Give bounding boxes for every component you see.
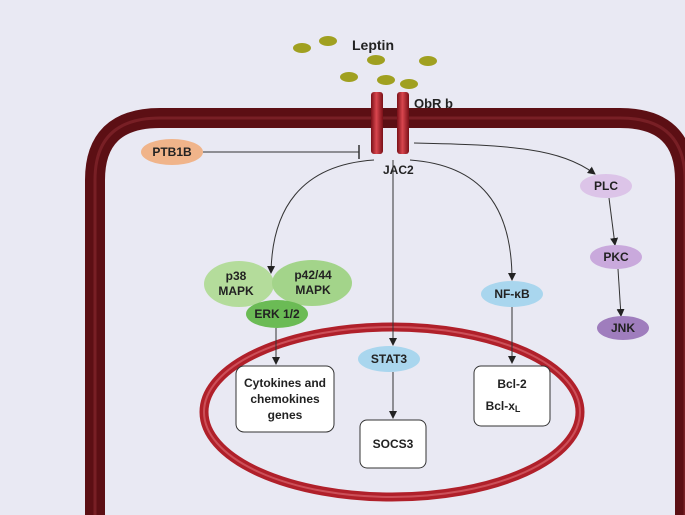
ptb1b-node [141, 139, 203, 165]
bclxl-label: Bcl-xL [486, 399, 521, 414]
bclxl-label-sub: L [515, 404, 521, 414]
leptin-particle [419, 56, 437, 66]
jnk-label: JNK [611, 321, 635, 335]
socs3-box [359, 419, 427, 469]
nfkb-label: NF-κB [494, 287, 530, 301]
pkc-label: PKC [603, 250, 629, 264]
p42-44-label-line2: MAPK [295, 283, 331, 297]
leptin-particle [400, 79, 418, 89]
receptor-label: ObR b [414, 96, 453, 111]
leptin-particle [319, 36, 337, 46]
edge-jak-to-nfkb [409, 159, 516, 281]
leptin-particle [377, 75, 395, 85]
plc-label: PLC [594, 179, 618, 193]
cytokines-label-line2: chemokines [250, 392, 320, 406]
cytokines-genes-box [235, 365, 335, 433]
p38-label-line2: MAPK [218, 284, 254, 298]
obrb-receptor [371, 92, 409, 154]
leptin-particle [367, 55, 385, 65]
socs3-label: SOCS3 [373, 437, 414, 451]
plc-node [580, 174, 632, 198]
p38-mapk-node [204, 261, 274, 307]
leptin-label: Leptin [352, 37, 394, 53]
p42-44-mapk-node [272, 260, 352, 306]
erk-node [246, 300, 308, 328]
bcl-box [473, 365, 551, 427]
bclxl-label-main: Bcl-x [486, 399, 516, 413]
stat3-label: STAT3 [371, 352, 408, 366]
leptin-particle [340, 72, 358, 82]
cytokines-label-line3: genes [268, 408, 303, 422]
bcl2-label: Bcl-2 [497, 377, 527, 391]
stat3-node [358, 346, 420, 372]
pkc-node [590, 245, 642, 269]
p38-label-line1: p38 [226, 269, 247, 283]
p42-44-label-line1: p42/44 [294, 268, 332, 282]
leptin-particles [293, 36, 437, 89]
edge-plc-to-pkc [608, 197, 619, 246]
ptb1b-label: PTB1B [152, 145, 192, 159]
cytokines-label-line1: Cytokines and [244, 376, 326, 390]
jak-label: JAC2 [383, 163, 414, 177]
edge-jak-to-mapk [267, 159, 375, 274]
jnk-node [597, 316, 649, 340]
edge-pkc-to-jnk [616, 268, 625, 317]
erk-label: ERK 1/2 [254, 307, 300, 321]
nfkb-node [481, 281, 543, 307]
edge-receptor-to-plc [413, 142, 596, 175]
leptin-particle [293, 43, 311, 53]
